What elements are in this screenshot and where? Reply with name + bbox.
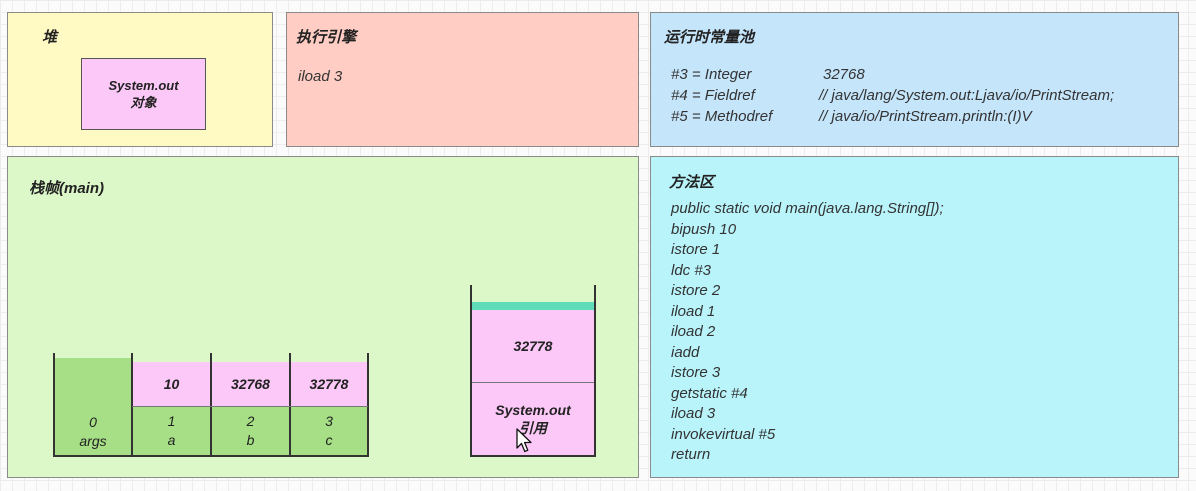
local-slot-b: 2 b: [211, 407, 290, 455]
stack-frame-panel: 栈帧(main) 0 args 10 1 a 32768 2 b 32778 3…: [7, 156, 639, 478]
bytecode-line: public static void main(java.lang.String…: [671, 200, 944, 217]
bytecode-line: iadd: [671, 343, 700, 361]
table-divider: [53, 353, 55, 457]
heap-panel: 堆 System.out 对象: [7, 12, 273, 147]
stack-wall-left: [470, 285, 472, 457]
bytecode-line: iload 1: [671, 302, 716, 320]
local-value-c: 32778: [290, 362, 368, 407]
stack-entry: System.out 引用: [472, 383, 594, 455]
pool-entry-value: 32768: [823, 66, 865, 83]
bytecode-line: ldc #3: [671, 261, 712, 279]
table-row-line: [132, 406, 368, 407]
local-slot-args: 0 args: [54, 358, 132, 455]
pool-entry-index: #4 = Fieldref: [671, 87, 755, 104]
method-area-panel: 方法区 public static void main(java.lang.St…: [650, 156, 1179, 478]
bytecode-line: getstatic #4: [671, 384, 748, 402]
stack-bottom: [470, 455, 596, 457]
pool-entry-index: #3 = Integer: [671, 66, 752, 83]
bytecode-line: istore 3: [671, 364, 721, 381]
local-value-b: 32768: [211, 362, 290, 407]
current-instruction: iload 3: [298, 68, 343, 85]
object-label: System.out: [108, 78, 179, 93]
slot-name: args: [79, 432, 107, 449]
stack-entry: 32778: [472, 310, 594, 383]
table-divider: [210, 353, 212, 457]
frame-title: 栈帧(main): [29, 180, 105, 197]
local-value-a: 10: [132, 362, 211, 407]
local-slot-a: 1 a: [132, 407, 211, 455]
mouse-cursor-icon: [516, 428, 532, 453]
bytecode-list: public static void main(java.lang.String…: [671, 199, 944, 466]
slot-name: a: [167, 432, 176, 448]
slot-name: b: [246, 432, 255, 448]
pool-title: 运行时常量池: [664, 29, 755, 46]
slot-index: 1: [167, 413, 176, 429]
bytecode-line: return: [671, 446, 711, 463]
pool-entry-index: #5 = Methodref: [671, 108, 773, 125]
stack-wall-right: [594, 285, 596, 457]
bytecode-line: istore 1: [671, 241, 721, 258]
pool-entry-value: // java/lang/System.out:Ljava/io/PrintSt…: [819, 87, 1115, 104]
table-divider: [289, 353, 291, 457]
bytecode-line: iload 2: [671, 323, 716, 340]
stack-top-marker: [472, 302, 594, 310]
stack-entry-sublabel: 引用: [519, 420, 547, 436]
method-area-title: 方法区: [669, 174, 715, 191]
constant-pool-panel: 运行时常量池 #3 = Integer 32768 #4 = Fieldref …: [650, 12, 1179, 147]
bytecode-line: istore 2: [671, 282, 721, 299]
local-slot-c: 3 c: [290, 407, 368, 455]
object-sublabel: 对象: [130, 95, 157, 110]
bytecode-line: bipush 10: [671, 220, 737, 238]
execution-engine-panel: 执行引擎 iload 3: [286, 12, 639, 147]
table-divider: [131, 353, 133, 457]
slot-index: 2: [246, 413, 255, 429]
bytecode-line: iload 3: [671, 405, 716, 422]
table-divider: [367, 353, 369, 457]
slot-name: c: [325, 432, 333, 448]
stack-entry-label: 32778: [513, 338, 553, 354]
slot-index: 0: [89, 413, 97, 430]
system-out-object: System.out 对象: [81, 58, 206, 130]
bytecode-line: invokevirtual #5: [671, 425, 776, 443]
engine-title: 执行引擎: [296, 29, 357, 46]
stack-entry-label: System.out: [495, 402, 571, 418]
heap-title: 堆: [42, 29, 58, 46]
slot-index: 3: [325, 413, 333, 429]
pool-entry-value: // java/io/PrintStream.println:(I)V: [819, 108, 1032, 125]
table-bottom-line: [53, 455, 369, 457]
